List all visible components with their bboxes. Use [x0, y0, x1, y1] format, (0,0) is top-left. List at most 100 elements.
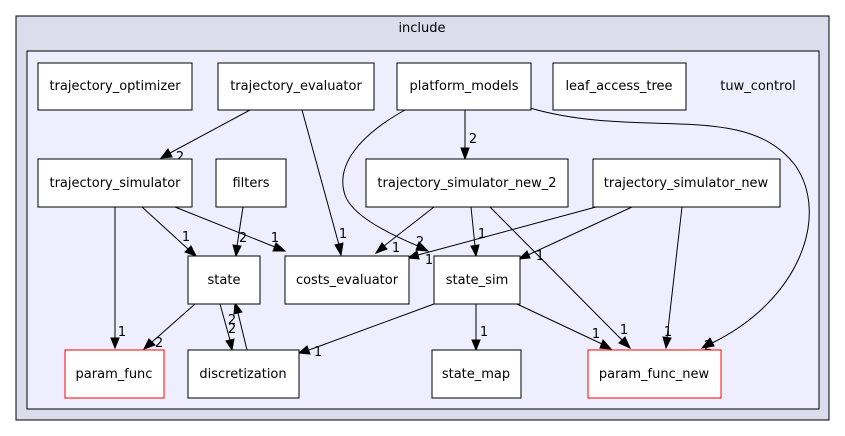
node-param-func[interactable]: param_func: [64, 349, 165, 399]
edge-arrowhead: [297, 345, 311, 355]
node-label[interactable]: leaf_access_tree: [565, 79, 672, 94]
node-trajectory-simulator[interactable]: trajectory_simulator: [37, 158, 193, 208]
edge-label: 1: [339, 227, 347, 242]
edge-line: [141, 206, 189, 250]
edge-line: [301, 109, 340, 246]
node-trajectory-evaluator[interactable]: trajectory_evaluator: [217, 62, 375, 111]
node-box[interactable]: [64, 349, 165, 399]
edge-arrowhead: [415, 241, 430, 252]
node-param-func-new[interactable]: param_func_new: [587, 349, 722, 399]
edge-state-sim-to-discretization: 1: [297, 303, 435, 360]
node-label[interactable]: platform_models: [410, 79, 519, 94]
edge-platform-models-to-state-sim: 2: [342, 109, 430, 252]
edge-label: 2: [155, 336, 163, 351]
node-label[interactable]: trajectory_simulator_new: [604, 176, 769, 191]
edge-filters-to-state: 2: [232, 206, 247, 258]
edge-arrowhead: [470, 244, 480, 258]
edge-label: 1: [620, 323, 628, 338]
node-trajectory-simulator-new[interactable]: trajectory_simulator_new: [592, 158, 781, 208]
edge-trajectory-simulator-to-param-func: 1: [110, 207, 126, 350]
edge-label: 2: [239, 231, 247, 246]
edge-label: 2: [228, 322, 236, 337]
cluster-include-label[interactable]: include: [398, 21, 445, 36]
edge-label: 1: [664, 325, 672, 340]
edge-arrowhead: [334, 242, 344, 257]
edge-line: [383, 206, 435, 247]
node-box[interactable]: [592, 158, 781, 208]
edge-state-sim-to-param-func-new: 1: [516, 303, 613, 350]
node-state-map[interactable]: state_map: [431, 349, 522, 399]
node-box[interactable]: [215, 158, 287, 208]
edge-line: [174, 206, 276, 248]
edge-arrowhead: [460, 147, 470, 161]
node-box[interactable]: [187, 255, 261, 305]
node-box[interactable]: [217, 62, 375, 111]
node-label[interactable]: state_map: [442, 367, 510, 382]
edge-line: [169, 109, 251, 154]
node-trajectory-optimizer[interactable]: trajectory_optimizer: [37, 62, 193, 111]
node-label[interactable]: trajectory_optimizer: [49, 79, 181, 94]
node-state-sim[interactable]: state_sim: [433, 255, 521, 305]
node-box[interactable]: [396, 62, 532, 111]
node-label[interactable]: costs_evaluator: [296, 273, 399, 288]
node-box[interactable]: [187, 349, 300, 399]
edge-arrowhead: [599, 339, 613, 350]
node-filters[interactable]: filters: [215, 158, 287, 208]
edge-state-sim-to-state-map: 1: [471, 304, 488, 352]
edge-arrowhead: [233, 301, 243, 315]
edge-arrowhead: [272, 242, 287, 252]
edge-label: 1: [314, 345, 322, 360]
edge-state-to-param-func: 2: [142, 303, 196, 351]
edge-label: 1: [118, 325, 126, 340]
edge-trajectory-simulator-to-state: 1: [141, 206, 198, 257]
node-leaf-access-tree[interactable]: leaf_access_tree: [552, 62, 687, 111]
edge-arrowhead: [225, 338, 235, 352]
edge-trajectory-evaluator-to-trajectory-simulator: 2: [159, 109, 251, 165]
edge-label: 1: [592, 327, 600, 342]
node-box[interactable]: [37, 158, 193, 208]
edge-label: 1: [478, 227, 486, 242]
node-platform-models[interactable]: platform_models: [396, 62, 532, 111]
edge-arrowhead: [406, 250, 420, 260]
edge-label: 1: [271, 231, 279, 246]
edge-line: [308, 303, 435, 351]
node-label[interactable]: trajectory_simulator_new_2: [377, 176, 556, 191]
node-box[interactable]: [587, 349, 722, 399]
edge-label: 2: [228, 313, 236, 328]
node-label[interactable]: trajectory_evaluator: [230, 79, 362, 94]
node-label[interactable]: state_sim: [446, 273, 508, 288]
node-label[interactable]: state: [208, 273, 241, 288]
edge-arrowhead: [700, 337, 715, 349]
node-trajectory-simulator-new-2[interactable]: trajectory_simulator_new_2: [365, 158, 569, 208]
node-costs-evaluator[interactable]: costs_evaluator: [284, 255, 410, 305]
edge-trajectory-simulator-new-to-state-sim: 1: [517, 206, 633, 264]
edge-line: [666, 206, 683, 339]
node-box[interactable]: [365, 158, 569, 208]
node-label[interactable]: param_func: [76, 367, 153, 382]
node-box[interactable]: [552, 62, 687, 111]
node-label[interactable]: discretization: [199, 367, 286, 382]
node-label[interactable]: filters: [232, 176, 269, 191]
node-label[interactable]: trajectory_simulator: [49, 176, 181, 191]
edge-arrowhead: [142, 338, 156, 350]
edge-arrowhead: [374, 242, 388, 254]
node-box[interactable]: [284, 255, 410, 305]
edge-trajectory-simulator-new-to-costs-evaluator: 1: [406, 206, 597, 268]
cluster-tuw-control-label[interactable]: tuw_control: [720, 79, 796, 94]
edge-label: 2: [704, 339, 712, 354]
edge-line: [342, 109, 419, 247]
edge-label: 2: [176, 150, 184, 165]
node-discretization[interactable]: discretization: [187, 349, 300, 399]
edge-label: 2: [416, 235, 424, 250]
node-box[interactable]: [37, 62, 193, 111]
node-label[interactable]: param_func_new: [599, 367, 710, 382]
edge-state-to-discretization: 2: [219, 303, 236, 352]
node-box[interactable]: [431, 349, 522, 399]
node-state[interactable]: state: [187, 255, 261, 305]
edge-label: 1: [536, 249, 544, 264]
edge-trajectory-evaluator-to-costs-evaluator: 1: [301, 109, 347, 257]
edge-trajectory-simulator-new-2-to-costs-evaluator: 1: [374, 206, 435, 256]
edge-label: 2: [469, 132, 477, 147]
edge-arrowhead: [159, 148, 173, 159]
node-box[interactable]: [433, 255, 521, 305]
